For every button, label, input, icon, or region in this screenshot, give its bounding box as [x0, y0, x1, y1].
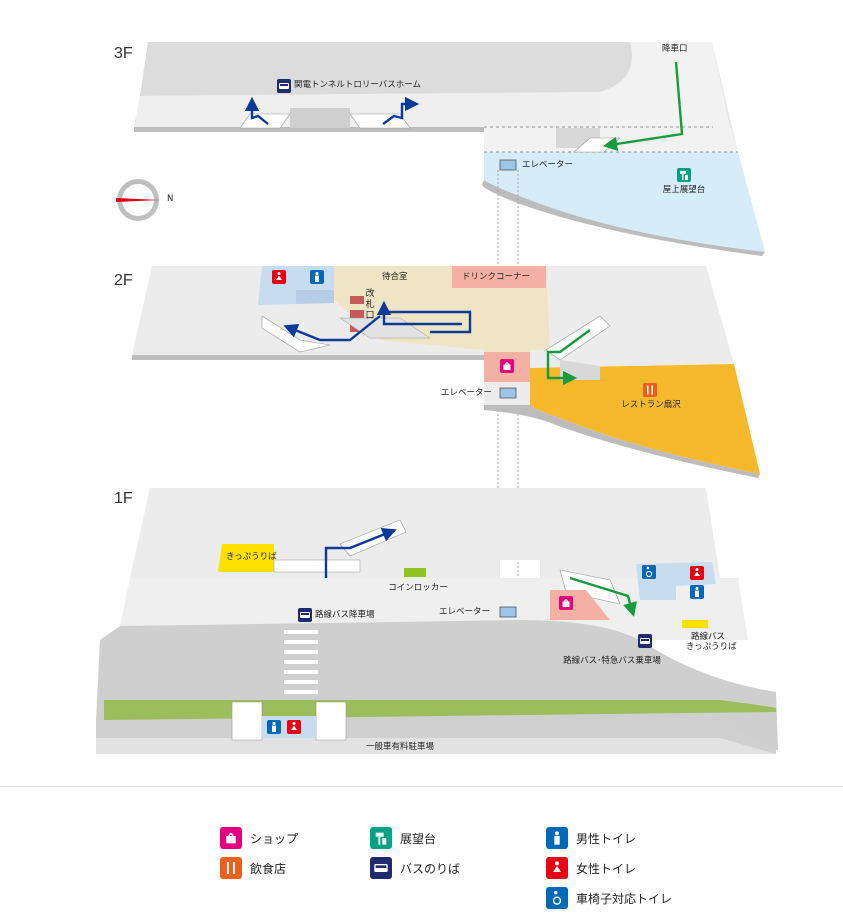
legend: ショップ 飲食店 展望台 バスのりば 男性トイレ 女性トイレ 車椅子対応トイレ	[0, 786, 843, 913]
legend-label: 飲食店	[250, 861, 287, 876]
bus-stop-icon	[298, 608, 312, 622]
floor-3f	[134, 42, 765, 256]
legend-label: 展望台	[400, 831, 437, 846]
drink-corner-label: ドリンクコーナー	[462, 272, 531, 282]
bus-stop-icon	[370, 857, 392, 879]
legend-item-accessible: 車椅子対応トイレ	[546, 887, 672, 909]
observation-deck-icon	[677, 168, 691, 182]
elevator-1f-label: エレベーター	[439, 607, 491, 617]
men-toilet-icon	[310, 270, 324, 284]
restaurant-icon	[220, 857, 242, 879]
legend-item-shop: ショップ	[220, 827, 298, 849]
legend-label: 車椅子対応トイレ	[576, 891, 673, 906]
women-toilet-icon	[690, 566, 704, 580]
women-toilet-icon	[287, 720, 301, 734]
floor-label-1f: 1F	[114, 490, 133, 507]
legend-item-men: 男性トイレ	[546, 827, 636, 849]
legend-label: 女性トイレ	[576, 861, 637, 876]
shop-icon	[220, 827, 242, 849]
floor-1f	[96, 488, 778, 754]
drop-off-label: 降車口	[662, 44, 688, 54]
legend-label: バスのりば	[400, 861, 461, 876]
shop-icon	[500, 359, 514, 373]
men-toilet-icon	[546, 827, 568, 849]
legend-item-restaurant: 飲食店	[220, 857, 286, 879]
observation-deck-icon	[370, 827, 392, 849]
women-toilet-icon	[272, 270, 286, 284]
rooftop-deck-label: 屋上展望台	[662, 185, 706, 195]
bus-home-label: 関電トンネルトロリーバスホーム	[294, 80, 421, 90]
route-bus-board-label: 路線バス･特急バス乗車場	[563, 656, 661, 666]
coin-locker-label: コインロッカー	[388, 583, 448, 593]
legend-item-bus: バスのりば	[370, 857, 460, 879]
route-bus-ticket-label-1: 路線バス	[691, 632, 726, 642]
shop-icon	[559, 596, 573, 610]
restaurant-icon	[643, 383, 657, 397]
route-bus-alight-label: 路線バス降車場	[315, 610, 375, 620]
men-toilet-icon	[690, 585, 704, 599]
floor-2f	[132, 266, 760, 478]
restaurant-label: レストラン扇沢	[621, 400, 681, 410]
bus-stop-icon	[638, 634, 652, 648]
compass-icon	[116, 179, 160, 221]
legend-label: ショップ	[250, 831, 299, 846]
elevator-3f-label: エレベーター	[522, 160, 574, 170]
women-toilet-icon	[546, 857, 568, 879]
floor-label-2f: 2F	[114, 272, 133, 289]
legend-item-women: 女性トイレ	[546, 857, 636, 879]
parking-label: 一般車有料駐車場	[365, 742, 435, 752]
compass-north-label: N	[167, 194, 174, 204]
elevator-2f-label: エレベーター	[441, 388, 493, 398]
ticket-gate-label: 改札口	[365, 289, 375, 321]
legend-label: 男性トイレ	[576, 831, 637, 846]
waiting-room-label: 待合室	[382, 272, 408, 282]
route-bus-ticket-label-2: きっぷうりば	[686, 642, 737, 652]
legend-item-observation: 展望台	[370, 827, 436, 849]
ticket-office-label: きっぷうりば	[226, 552, 277, 562]
station-floor-map	[96, 42, 778, 754]
men-toilet-icon	[267, 720, 281, 734]
floor-label-3f: 3F	[114, 45, 133, 62]
accessible-toilet-icon	[642, 565, 656, 579]
bus-stop-icon	[277, 79, 291, 93]
accessible-toilet-icon	[546, 887, 568, 909]
